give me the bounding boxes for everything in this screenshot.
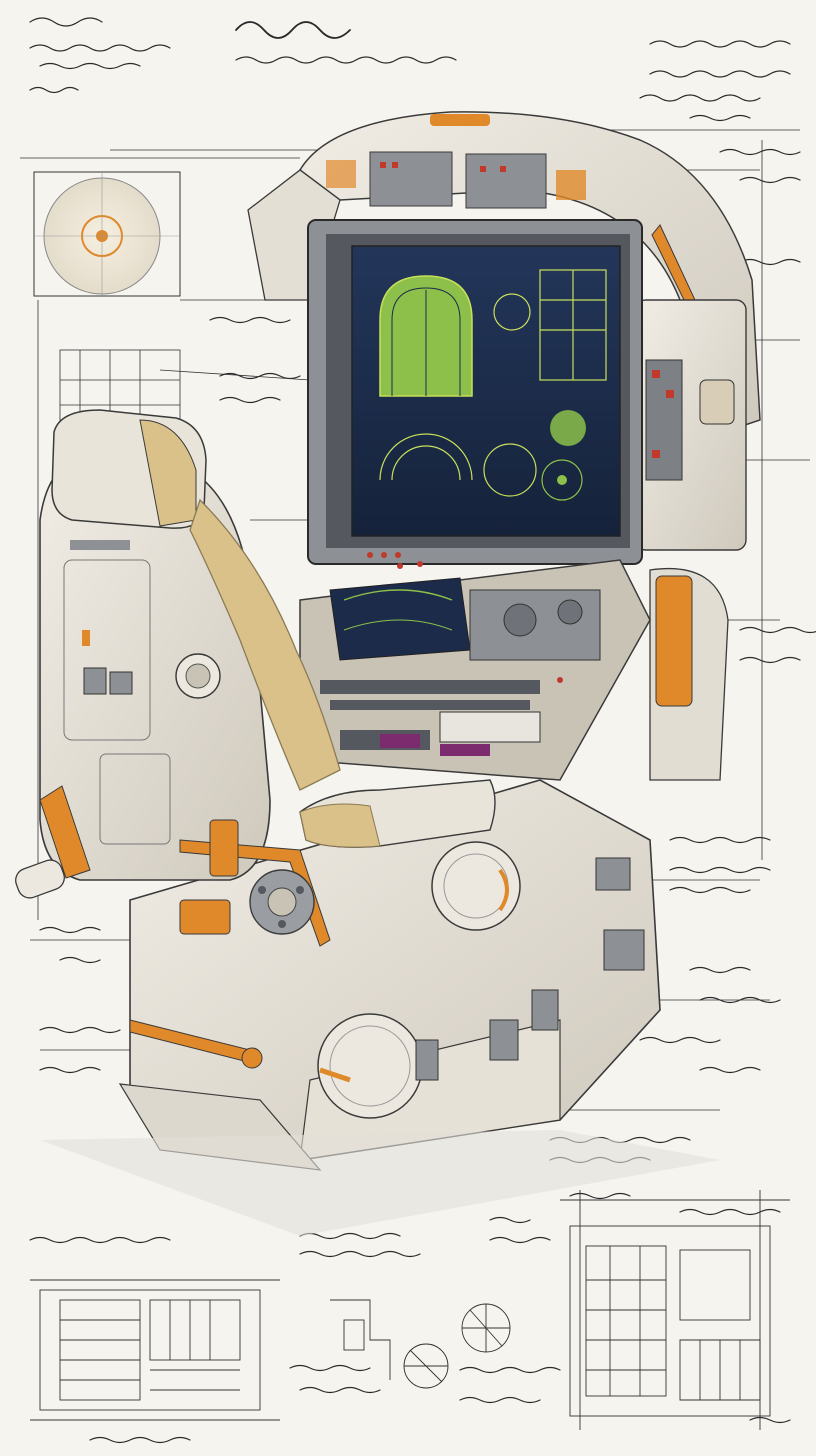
blueprint-diagram-center — [330, 1299, 511, 1389]
radial-diagram — [33, 171, 181, 297]
ground-shadow — [40, 1130, 720, 1236]
main-display-screen — [307, 219, 643, 565]
pilot-seat — [15, 409, 496, 947]
blueprint-diagram-left — [30, 1279, 280, 1421]
control-console — [299, 559, 651, 781]
base-housing — [118, 779, 661, 1171]
blueprint-diagram-right — [560, 1190, 790, 1430]
side-panel — [635, 299, 747, 781]
handwritten-annotations — [29, 17, 816, 1444]
